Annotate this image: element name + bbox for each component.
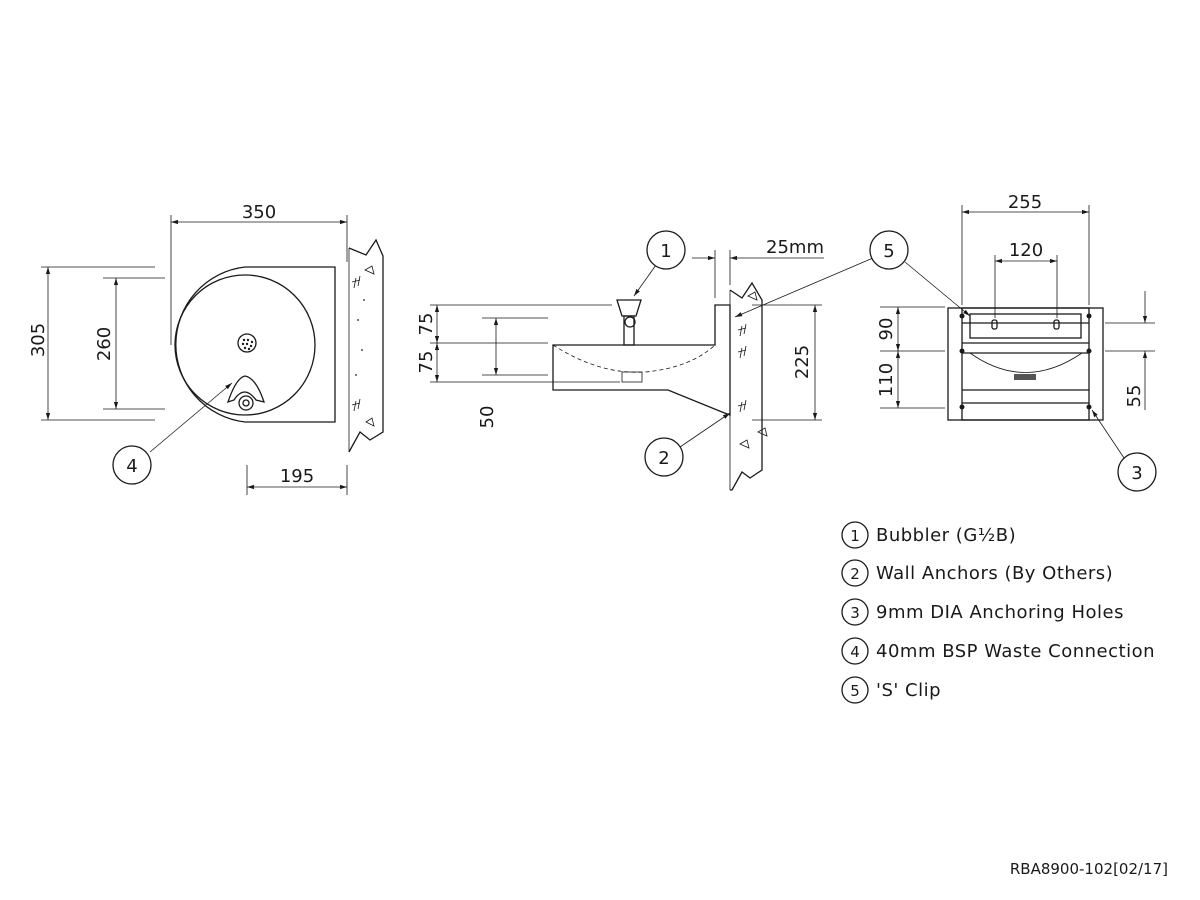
legend-item: 1 Bubbler (G½B) [841,521,1016,549]
dim-rear-bottom: 55 [1124,385,1145,408]
bubbler-icon [226,375,265,411]
dim-front-offset: 195 [280,466,314,487]
front-wall-section [348,238,384,453]
callout-4 [112,445,152,485]
legend-item: 5 'S' Clip [841,676,941,704]
legend-number: 3 [850,604,860,622]
callout-5-label: 5 [883,241,894,262]
legend-text: Bubbler (G½B) [876,525,1016,546]
dim-front-height-bowl: 260 [94,327,115,361]
rear-view: 255 120 90 110 55 3 [876,192,1157,492]
dim-side-mid: 75 [416,351,437,374]
legend-number: 1 [850,527,860,545]
side-view: 75 75 50 225 25mm 1 2 5 [416,230,971,491]
dim-rear-width: 255 [1008,192,1042,213]
callout-2-label: 2 [658,448,669,469]
legend-text: 40mm BSP Waste Connection [876,641,1155,662]
callout-3-label: 3 [1131,463,1142,484]
legend-number: 4 [850,643,860,661]
dim-rear-lower: 110 [876,363,897,397]
legend-text: 9mm DIA Anchoring Holes [876,602,1124,623]
legend-text: 'S' Clip [876,680,941,701]
dim-rear-hole-spacing: 120 [1009,240,1043,261]
callout-4-label: 4 [126,456,137,477]
legend: 1 Bubbler (G½B) 2 Wall Anchors (By Other… [841,521,1155,704]
dim-side-bottom: 50 [477,406,498,429]
dim-front-height-total: 305 [28,323,49,357]
side-bubbler-icon [616,299,642,346]
legend-number: 2 [850,565,860,583]
callout-1-label: 1 [660,241,671,262]
bowl-rim [174,274,316,416]
callout-2 [644,437,684,477]
legend-text: Wall Anchors (By Others) [876,563,1113,584]
dim-side-height: 225 [792,345,813,379]
callout-3 [1117,452,1157,492]
dim-side-wall-gap: 25mm [766,237,824,258]
anchoring-hole-icon [959,313,1092,410]
drain-grate-icon [237,333,257,353]
legend-item: 4 40mm BSP Waste Connection [841,637,1155,665]
rear-label-plate [1014,374,1036,380]
legend-number: 5 [850,682,860,700]
dim-front-width: 350 [242,202,276,223]
dim-side-top: 75 [416,313,437,336]
side-body-profile [552,304,731,416]
callout-1 [646,230,686,270]
callout-5 [869,230,909,270]
dim-rear-upper: 90 [876,318,897,341]
front-body-outline [175,266,336,423]
drawing-number: RBA8900-102[02/17] [1009,860,1168,878]
legend-item: 2 Wall Anchors (By Others) [841,559,1113,587]
side-wall-section [729,281,763,491]
legend-item: 3 9mm DIA Anchoring Holes [841,598,1124,626]
front-view: 350 305 260 195 4 [28,202,384,495]
